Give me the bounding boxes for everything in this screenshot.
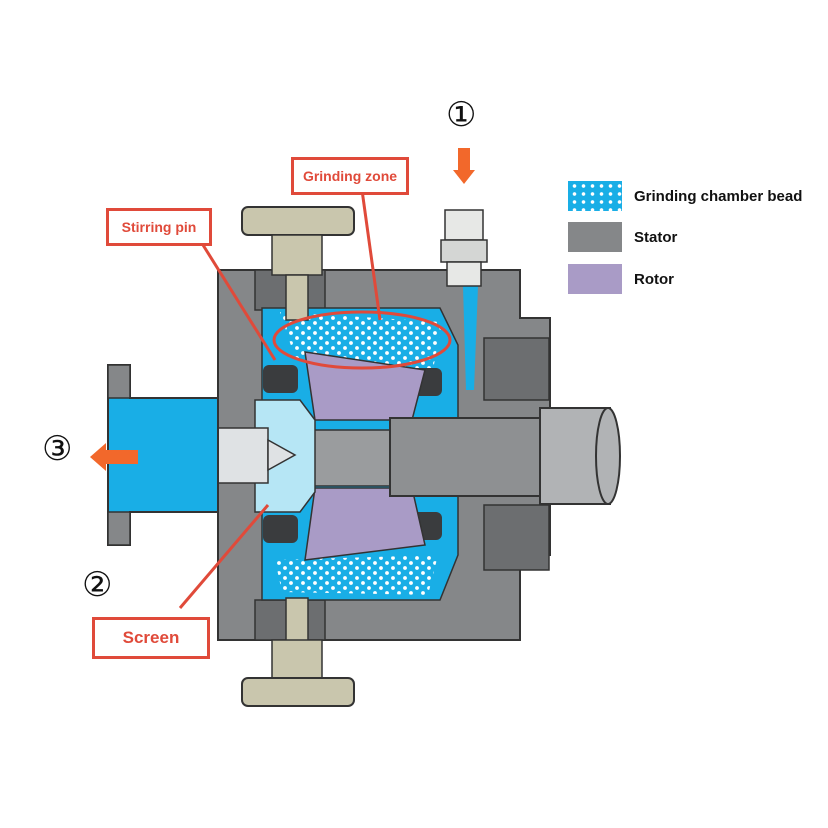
screen-number-marker: ② [82,565,113,605]
legend-label: Stator [634,228,678,246]
inlet-arrow-icon [453,148,475,184]
inlet-fitting [440,209,488,390]
rotor-body [304,351,426,561]
stirring-pin-callout: Stirring pin [106,208,212,246]
legend-label: Grinding chamber bead [634,187,803,205]
legend-item-stator: Stator [568,222,677,252]
legend-label: Rotor [634,270,674,288]
rotor-swatch-icon [568,264,622,294]
bolt-top [241,206,355,321]
outlet-nozzle [107,364,219,546]
outlet-arrow-icon [90,443,138,471]
bead-swatch-icon [568,181,622,211]
drive-shaft [309,407,621,505]
callout-leaders [178,189,382,609]
bolt-bottom [241,597,355,707]
grinding-zone-highlight [272,310,452,370]
legend-item-rotor: Rotor [568,264,674,294]
grinding-zone-callout: Grinding zone [291,157,409,195]
screen-callout: Screen [92,617,210,659]
outlet-marker: ③ [42,429,73,469]
stator-swatch-icon [568,222,622,252]
legend-item-bead: Grinding chamber bead [568,181,802,211]
inlet-marker: ① [446,95,477,135]
